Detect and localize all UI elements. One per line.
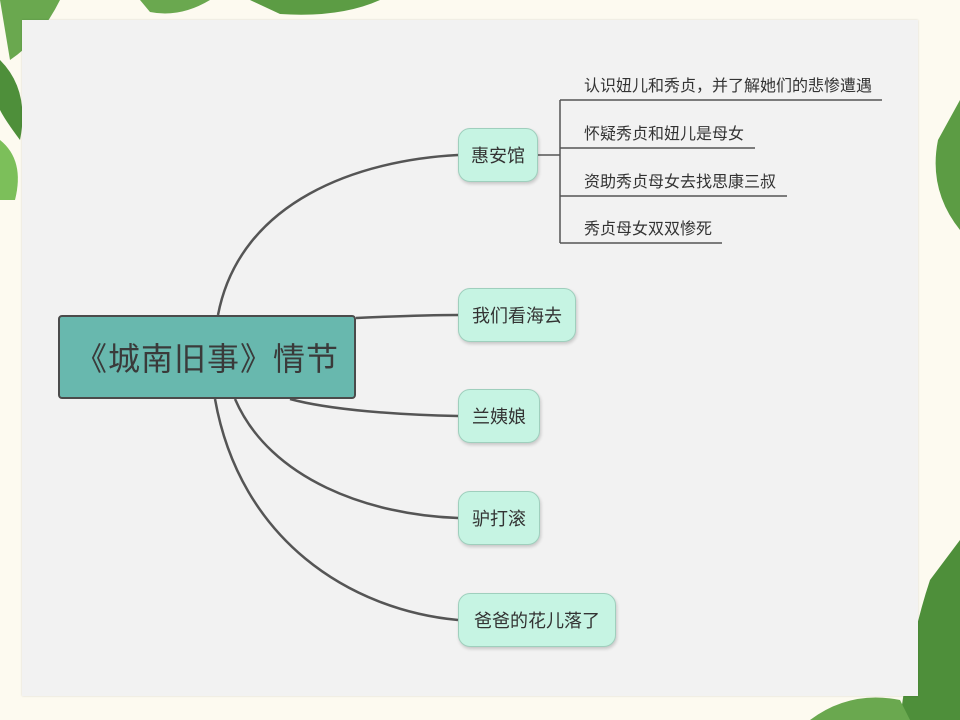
- connector-root-branch-5: [213, 398, 459, 622]
- leaf-decoration-top: [140, 0, 380, 15]
- leaf-decoration-right: [935, 100, 960, 230]
- branch-node-2[interactable]: 我们看海去: [458, 288, 576, 342]
- sub-node-1[interactable]: 认识妞儿和秀贞，并了解她们的悲惨遭遇: [584, 76, 873, 95]
- connector-root-branch-4: [233, 398, 459, 520]
- connector-root-branch-3: [289, 397, 459, 418]
- branch-node-4[interactable]: 驴打滚: [458, 491, 540, 545]
- branch-node-1[interactable]: 惠安馆: [458, 128, 538, 182]
- branch-node-5[interactable]: 爸爸的花儿落了: [458, 593, 616, 647]
- sub-node-4[interactable]: 秀贞母女双双惨死: [584, 219, 713, 238]
- root-node[interactable]: 《城南旧事》情节: [58, 315, 356, 399]
- sub-node-3[interactable]: 资助秀贞母女去找思康三叔: [584, 172, 777, 191]
- connector-root-branch-2: [355, 313, 459, 320]
- sub-node-2[interactable]: 怀疑秀贞和妞儿是母女: [584, 124, 745, 143]
- connector-root-branch-1: [216, 153, 459, 316]
- branch-node-3[interactable]: 兰姨娘: [458, 389, 540, 443]
